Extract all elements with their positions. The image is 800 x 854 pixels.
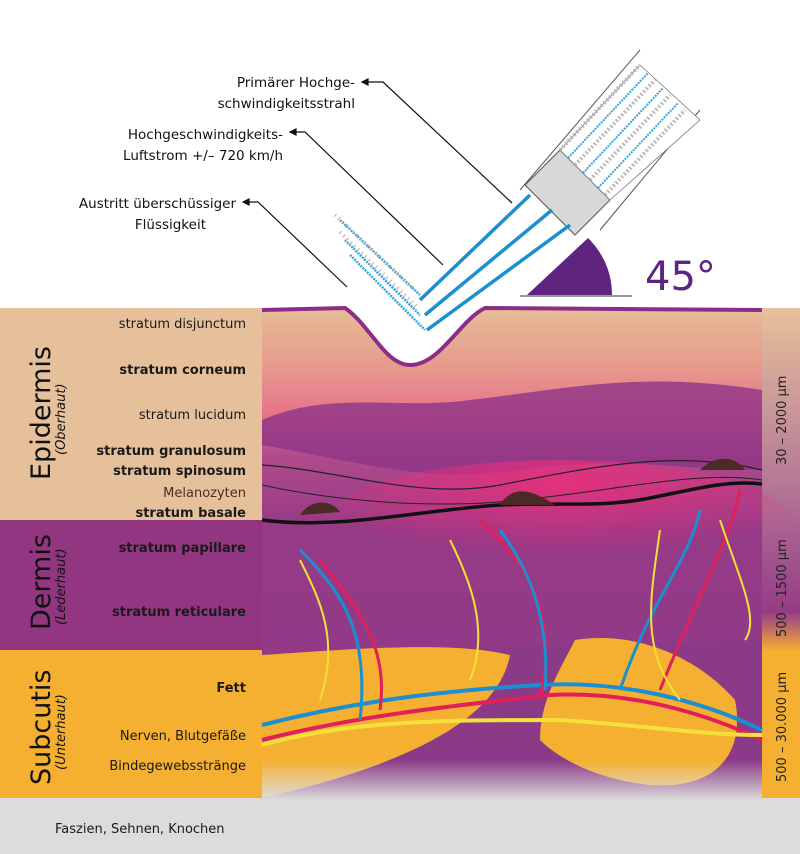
callout-fluid-exit-2: Flüssigkeit xyxy=(135,217,206,233)
callout-primary-jet-2: schwindigkeitsstrahl xyxy=(218,96,355,112)
layer-melanozyten: Melanozyten xyxy=(163,486,246,501)
callout-fluid-exit-1: Austritt überschüssiger xyxy=(79,196,237,212)
layer-stratum-reticulare: stratum reticulare xyxy=(112,605,246,620)
layer-fett: Fett xyxy=(216,681,246,696)
layer-bindegewebsstraenge: Bindegewebsstränge xyxy=(109,759,246,774)
callout-airflow-2: Luftstrom +/– 720 km/h xyxy=(123,148,283,164)
layer-nerven-blutgefaesse: Nerven, Blutgefäße xyxy=(120,729,246,744)
angle-label: 45° xyxy=(645,254,716,300)
tissue-cross-section xyxy=(261,305,790,800)
subcutis-band xyxy=(0,650,262,798)
layer-stratum-papillare: stratum papillare xyxy=(119,541,247,556)
base-label: Faszien, Sehnen, Knochen xyxy=(55,822,225,837)
dermis-title: Dermis xyxy=(26,534,57,630)
epidermis-band xyxy=(0,308,262,520)
dermis-band xyxy=(0,520,262,650)
epidermis-title: Epidermis xyxy=(26,346,57,480)
subcutis-title: Subcutis xyxy=(26,669,57,785)
base-band xyxy=(0,798,800,854)
nozzle-device xyxy=(333,49,701,332)
callout-airflow-1: Hochgeschwindigkeits- xyxy=(128,127,283,143)
epidermis-scale: 30 – 2000 µm xyxy=(775,376,790,465)
subcutis-subtitle: (Unterhaut) xyxy=(54,694,69,770)
scale-strip xyxy=(762,308,800,798)
dermis-scale: 500 – 1500 µm xyxy=(775,539,790,637)
layer-stratum-lucidum: stratum lucidum xyxy=(139,408,246,423)
layer-stratum-basale: stratum basale xyxy=(135,506,246,521)
epidermis-subtitle: (Oberhaut) xyxy=(54,383,69,455)
angle-wedge xyxy=(527,238,612,295)
callout-primary-jet-1: Primärer Hochge- xyxy=(237,75,355,91)
layer-stratum-corneum: stratum corneum xyxy=(119,363,246,378)
layer-stratum-disjunctum: stratum disjunctum xyxy=(119,317,246,332)
subcutis-scale: 500 – 30.000 µm xyxy=(775,672,790,782)
dermis-subtitle: (Lederhaut) xyxy=(54,548,69,625)
layer-stratum-spinosum: stratum spinosum xyxy=(113,464,246,479)
layer-stratum-granulosum: stratum granulosum xyxy=(96,444,246,459)
callout-leaders xyxy=(241,78,513,288)
